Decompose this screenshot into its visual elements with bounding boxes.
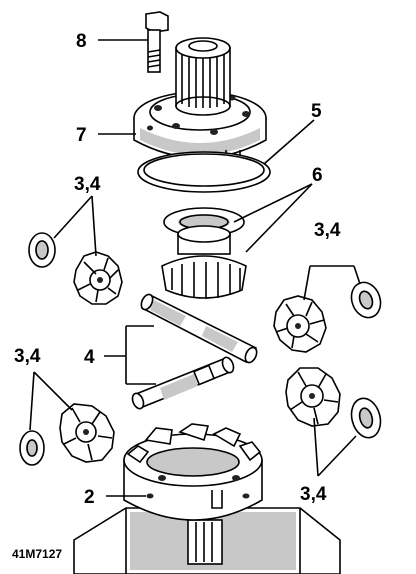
callout-right-pinion: 3,4 [314, 220, 341, 241]
shim-ring-part [137, 151, 271, 193]
callout-shim-ring: 5 [311, 101, 322, 122]
cross-shafts-part [131, 293, 258, 410]
lower-case-part [73, 423, 341, 574]
callout-side-gear-upper: 6 [312, 165, 323, 186]
callout-bolt: 8 [76, 31, 87, 52]
callout-lower-case: 2 [84, 487, 95, 508]
callout-cross-shafts: 4 [84, 347, 95, 368]
bolt-part [145, 11, 169, 73]
lower-right-pinion-assembly [285, 367, 382, 439]
callout-left-pinion: 3,4 [74, 174, 101, 195]
right-pinion-assembly [273, 281, 382, 353]
figure-reference: 41M7127 [12, 547, 62, 561]
upper-case-part [133, 37, 267, 163]
callout-lower-right-pinion: 3,4 [300, 484, 327, 505]
side-gear-upper-part [161, 207, 247, 299]
leader-lines [29, 39, 361, 497]
lower-left-pinion-assembly [19, 403, 115, 466]
callout-upper-case: 7 [76, 125, 87, 146]
callout-lower-left-pinion: 3,4 [14, 346, 41, 367]
left-pinion-assembly [28, 232, 123, 305]
